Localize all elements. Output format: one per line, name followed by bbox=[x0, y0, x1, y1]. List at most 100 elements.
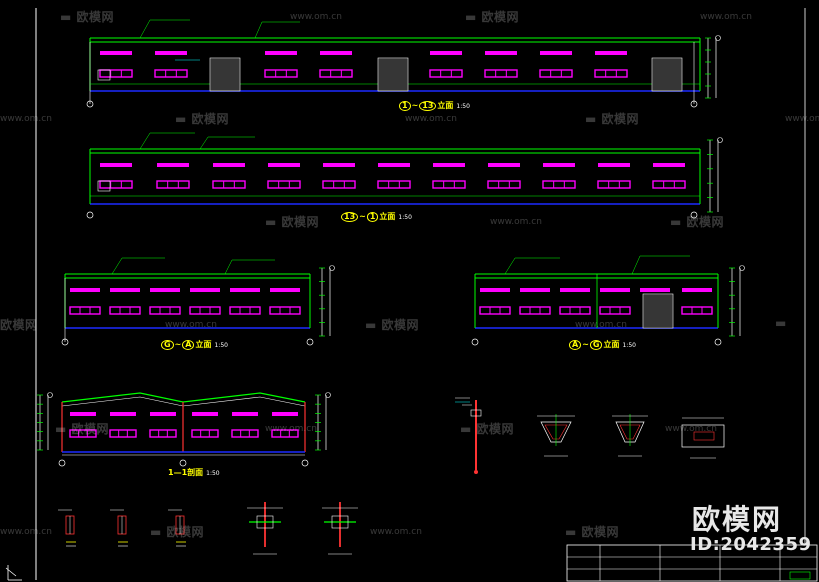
detail-gutter bbox=[681, 424, 725, 448]
watermark-brand-text: 欧模网 bbox=[71, 422, 110, 436]
elev2-window bbox=[487, 180, 521, 189]
watermark-row5-left: ▬ 欧模网 bbox=[55, 420, 109, 437]
watermark-url: www.om.cn bbox=[405, 114, 457, 124]
elev2-clerestory-window bbox=[488, 163, 520, 167]
elev1-clerestory-window bbox=[265, 51, 297, 55]
elev2-leader bbox=[199, 136, 209, 150]
watermark-url: www.om.cn bbox=[700, 12, 752, 22]
watermark-sofa-icon: ▬ bbox=[465, 10, 477, 24]
elevation-1-axis-to: 13 bbox=[419, 101, 437, 111]
watermark-url: www.om.cn bbox=[0, 114, 52, 124]
watermark-row2-left: ▬ 欧模网 bbox=[175, 110, 229, 127]
elev3-window bbox=[109, 306, 141, 315]
elev1-grid-bubble bbox=[690, 100, 698, 108]
elev2-window bbox=[156, 180, 190, 189]
watermark-sofa-icon: ▬ bbox=[60, 10, 72, 24]
section-grid-bubble bbox=[58, 459, 66, 467]
elev1-window bbox=[154, 69, 188, 78]
elev2-leader bbox=[139, 132, 151, 150]
elev1-roller-door bbox=[209, 57, 241, 92]
detail-funnel-1 bbox=[540, 421, 572, 443]
watermark-brand-text: 欧模网 bbox=[166, 525, 205, 539]
section-clerestory-window bbox=[150, 412, 176, 416]
watermark-sofa-icon: ▬ bbox=[460, 422, 472, 436]
elev3-grid-bubble bbox=[306, 338, 314, 346]
detail-connection-1-plate bbox=[256, 515, 274, 529]
section-grid-bubble bbox=[179, 459, 187, 467]
elevation-4-scale: 1:50 bbox=[622, 342, 636, 349]
elev2-window bbox=[322, 180, 356, 189]
elev2-clerestory-window bbox=[268, 163, 300, 167]
elev1-window bbox=[539, 69, 573, 78]
watermark-brand-text: 欧模网 bbox=[601, 112, 640, 126]
elev3-leader bbox=[111, 257, 123, 275]
watermark-sofa-icon: ▬ bbox=[585, 112, 597, 126]
elev1-clerestory-window bbox=[595, 51, 627, 55]
watermark-sofa-icon: ▬ bbox=[670, 215, 682, 229]
watermark-brand-text: 欧模网 bbox=[381, 318, 420, 332]
detail-connection-2-plate bbox=[331, 515, 349, 529]
section-dimensions-left-marker bbox=[47, 392, 53, 398]
elev1-clerestory-window bbox=[485, 51, 517, 55]
watermark-row6-left: ▬ 欧模网 bbox=[150, 523, 204, 540]
watermark-sofa-icon: ▬ bbox=[775, 316, 787, 330]
watermark-sofa-icon: ▬ bbox=[55, 422, 67, 436]
elev2-grid-bubble bbox=[690, 211, 698, 219]
section-clerestory-window bbox=[232, 412, 258, 416]
watermark-row3-left: ▬ 欧模网 bbox=[265, 213, 319, 230]
elev1-door-small bbox=[97, 69, 111, 81]
elev1-window bbox=[594, 69, 628, 78]
elevation-2-axis-from: 13 bbox=[341, 212, 359, 222]
watermark-sofa-icon: ▬ bbox=[565, 525, 577, 539]
elev1-dimensions-marker bbox=[715, 35, 721, 41]
elev2-clerestory-window bbox=[378, 163, 410, 167]
elev4-window bbox=[479, 306, 511, 315]
elev3-dimensions-marker bbox=[329, 265, 335, 271]
watermark-row4-left: 欧模网 bbox=[0, 316, 38, 333]
elev1-window bbox=[99, 69, 133, 78]
elev4-window bbox=[519, 306, 551, 315]
detail-column-base bbox=[474, 470, 478, 474]
elev4-clerestory-window bbox=[682, 288, 712, 292]
elev1-window bbox=[484, 69, 518, 78]
detail-funnel-1-inner bbox=[544, 424, 568, 440]
title-block-sheet-no bbox=[789, 571, 811, 580]
elev1-grid-bubble bbox=[86, 100, 94, 108]
title-block bbox=[566, 544, 818, 582]
elev2-clerestory-window bbox=[543, 163, 575, 167]
elev1-clerestory-window bbox=[430, 51, 462, 55]
elev2-door-small bbox=[97, 180, 111, 192]
elev4-window bbox=[559, 306, 591, 315]
elev1-clerestory-window bbox=[155, 51, 187, 55]
section-clerestory-window bbox=[272, 412, 298, 416]
elev4-clerestory-window bbox=[560, 288, 590, 292]
elevation-1-scale: 1:50 bbox=[456, 103, 470, 110]
elev1-window bbox=[429, 69, 463, 78]
detail-gutter-inner bbox=[693, 431, 715, 441]
watermark-url: www.om.cn bbox=[575, 320, 627, 330]
elev3-clerestory-window bbox=[70, 288, 100, 292]
elev2-window bbox=[432, 180, 466, 189]
watermark-url: www.om.cn bbox=[265, 424, 317, 434]
watermark-brand-text: 欧模网 bbox=[281, 215, 320, 229]
elev2-clerestory-window bbox=[213, 163, 245, 167]
watermark-url: www.om.cn bbox=[370, 527, 422, 537]
elev2-clerestory-window bbox=[323, 163, 355, 167]
elev4-grid-bubble bbox=[471, 338, 479, 346]
elev3-window bbox=[229, 306, 261, 315]
watermark-top-center: ▬ 欧模网 bbox=[465, 8, 519, 25]
section-window bbox=[109, 429, 137, 438]
elevation-1-axis-from: 1 bbox=[399, 101, 411, 111]
elevation-3-suffix: 立面 bbox=[195, 340, 212, 349]
section-clerestory-window bbox=[192, 412, 218, 416]
detail-funnel-2 bbox=[615, 421, 645, 443]
elev2-clerestory-window bbox=[157, 163, 189, 167]
elev3-window bbox=[149, 306, 181, 315]
watermark-brand-text: 欧模网 bbox=[476, 422, 515, 436]
elev3-window bbox=[69, 306, 101, 315]
elev3-window bbox=[269, 306, 301, 315]
section-window bbox=[149, 429, 177, 438]
elevation-3-scale: 1:50 bbox=[214, 342, 228, 349]
